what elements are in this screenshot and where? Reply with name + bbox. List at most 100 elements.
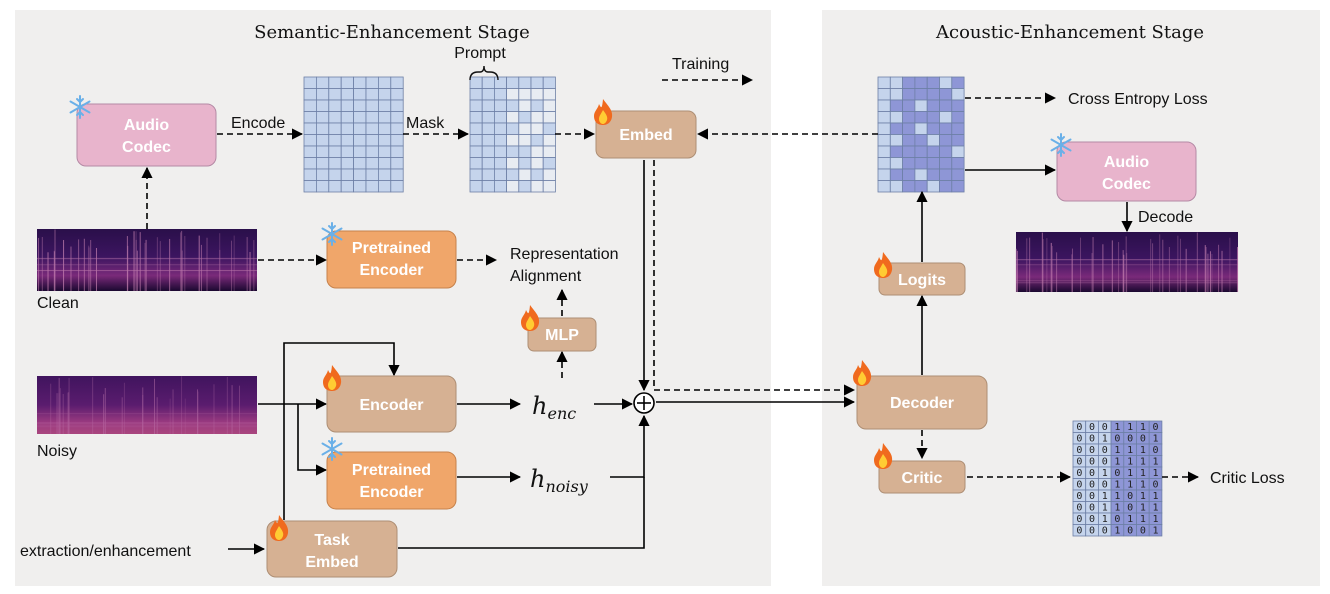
grid-cell	[469, 168, 483, 181]
grid-cell	[493, 134, 507, 147]
grid-cell	[902, 122, 916, 135]
grid-cell	[328, 99, 342, 112]
grid-cell	[469, 111, 483, 124]
grid-cell	[506, 134, 520, 147]
grid-cell	[315, 168, 330, 181]
bit-value: 1	[1153, 526, 1159, 537]
grid-cell	[889, 122, 903, 135]
grid-cell	[542, 134, 556, 147]
noisy-spectrogram	[37, 376, 257, 434]
grid-cell	[315, 180, 330, 193]
bit-value: 0	[1153, 480, 1159, 491]
bit-value: 0	[1076, 468, 1082, 479]
bit-value: 1	[1153, 457, 1159, 468]
grid-cell	[506, 157, 520, 170]
bit-value: 1	[1114, 457, 1120, 468]
grid-cell	[340, 88, 355, 101]
grid-cell	[914, 88, 928, 101]
bit-value: 0	[1089, 503, 1095, 514]
task-to-encoder-arrow	[283, 342, 400, 520]
grid-cell	[481, 122, 495, 135]
grid-cell	[481, 134, 495, 147]
grid-cell	[951, 180, 965, 193]
grid-cell	[493, 99, 507, 112]
grid-cell	[353, 180, 367, 193]
clean-label: Clean	[37, 295, 79, 312]
grid-cell	[328, 134, 342, 147]
masked-token-grid	[469, 76, 556, 193]
grid-cell	[481, 168, 495, 181]
grid-cell	[493, 76, 507, 89]
grid-cell	[951, 88, 965, 101]
svg-text:MLP: MLP	[545, 327, 579, 344]
grid-cell	[365, 157, 379, 170]
grid-cell	[926, 99, 940, 112]
grid-cell	[939, 168, 953, 181]
grid-cell	[328, 157, 342, 170]
bit-value: 1	[1127, 445, 1133, 456]
svg-text:Pretrained: Pretrained	[352, 240, 431, 257]
grid-cell	[390, 111, 404, 124]
bit-value: 1	[1127, 468, 1133, 479]
grid-cell	[315, 76, 330, 89]
bit-value: 1	[1102, 491, 1108, 502]
grid-cell	[542, 111, 556, 124]
grid-cell	[390, 157, 404, 170]
prompt-brace	[469, 65, 499, 81]
grid-cell	[493, 168, 507, 181]
grid-cell	[340, 122, 355, 135]
h-noisy-label: hnoisy	[530, 465, 589, 496]
grid-cell	[902, 99, 916, 112]
grid-cell	[877, 134, 891, 147]
grid-cell	[506, 122, 520, 135]
grid-cell	[939, 134, 953, 147]
grid-cell	[951, 168, 965, 181]
grid-cell	[877, 99, 891, 112]
decoder-block: Decoder	[856, 375, 988, 430]
noisy-label: Noisy	[37, 443, 77, 460]
grid-cell	[365, 180, 379, 193]
grid-cell	[914, 168, 928, 181]
grid-cell	[902, 134, 916, 147]
grid-cell	[340, 180, 355, 193]
critic-loss-label: Critic Loss	[1210, 470, 1285, 487]
grid-cell	[518, 145, 532, 158]
grid-cell	[340, 134, 355, 147]
grid-cell	[542, 88, 556, 101]
bit-value: 0	[1076, 480, 1082, 491]
bit-value: 0	[1089, 445, 1095, 456]
grid-cell	[914, 122, 928, 135]
grid-cell	[530, 145, 544, 158]
svg-text:Embed: Embed	[305, 554, 358, 571]
grid-cell	[518, 111, 532, 124]
bit-value: 1	[1102, 468, 1108, 479]
output-spectrogram	[1015, 232, 1239, 292]
bit-value: 1	[1127, 422, 1133, 433]
grid-cell	[493, 88, 507, 101]
semantic-stage-title: Semantic-Enhancement Stage	[254, 22, 530, 43]
grid-cell	[518, 134, 532, 147]
grid-cell	[877, 168, 891, 181]
grid-cell	[877, 88, 891, 101]
grid-cell	[340, 76, 355, 89]
acoustic-stage-title: Acoustic-Enhancement Stage	[935, 22, 1204, 43]
grid-cell	[506, 180, 520, 193]
grid-cell	[303, 76, 317, 89]
grid-cell	[889, 76, 903, 89]
grid-cell	[877, 157, 891, 170]
grid-cell	[328, 76, 342, 89]
grid-cell	[353, 134, 367, 147]
grid-cell	[390, 134, 404, 147]
grid-cell	[889, 168, 903, 181]
grid-cell	[390, 88, 404, 101]
grid-cell	[481, 157, 495, 170]
embed-to-decoder-dashed-arrow	[653, 160, 856, 396]
bit-value: 0	[1114, 468, 1120, 479]
grid-cell	[889, 180, 903, 193]
grid-cell	[365, 145, 379, 158]
grid-cell	[951, 111, 965, 124]
grid-cell	[902, 88, 916, 101]
bit-value: 0	[1153, 422, 1159, 433]
bit-value: 0	[1089, 422, 1095, 433]
bit-value: 0	[1089, 434, 1095, 445]
